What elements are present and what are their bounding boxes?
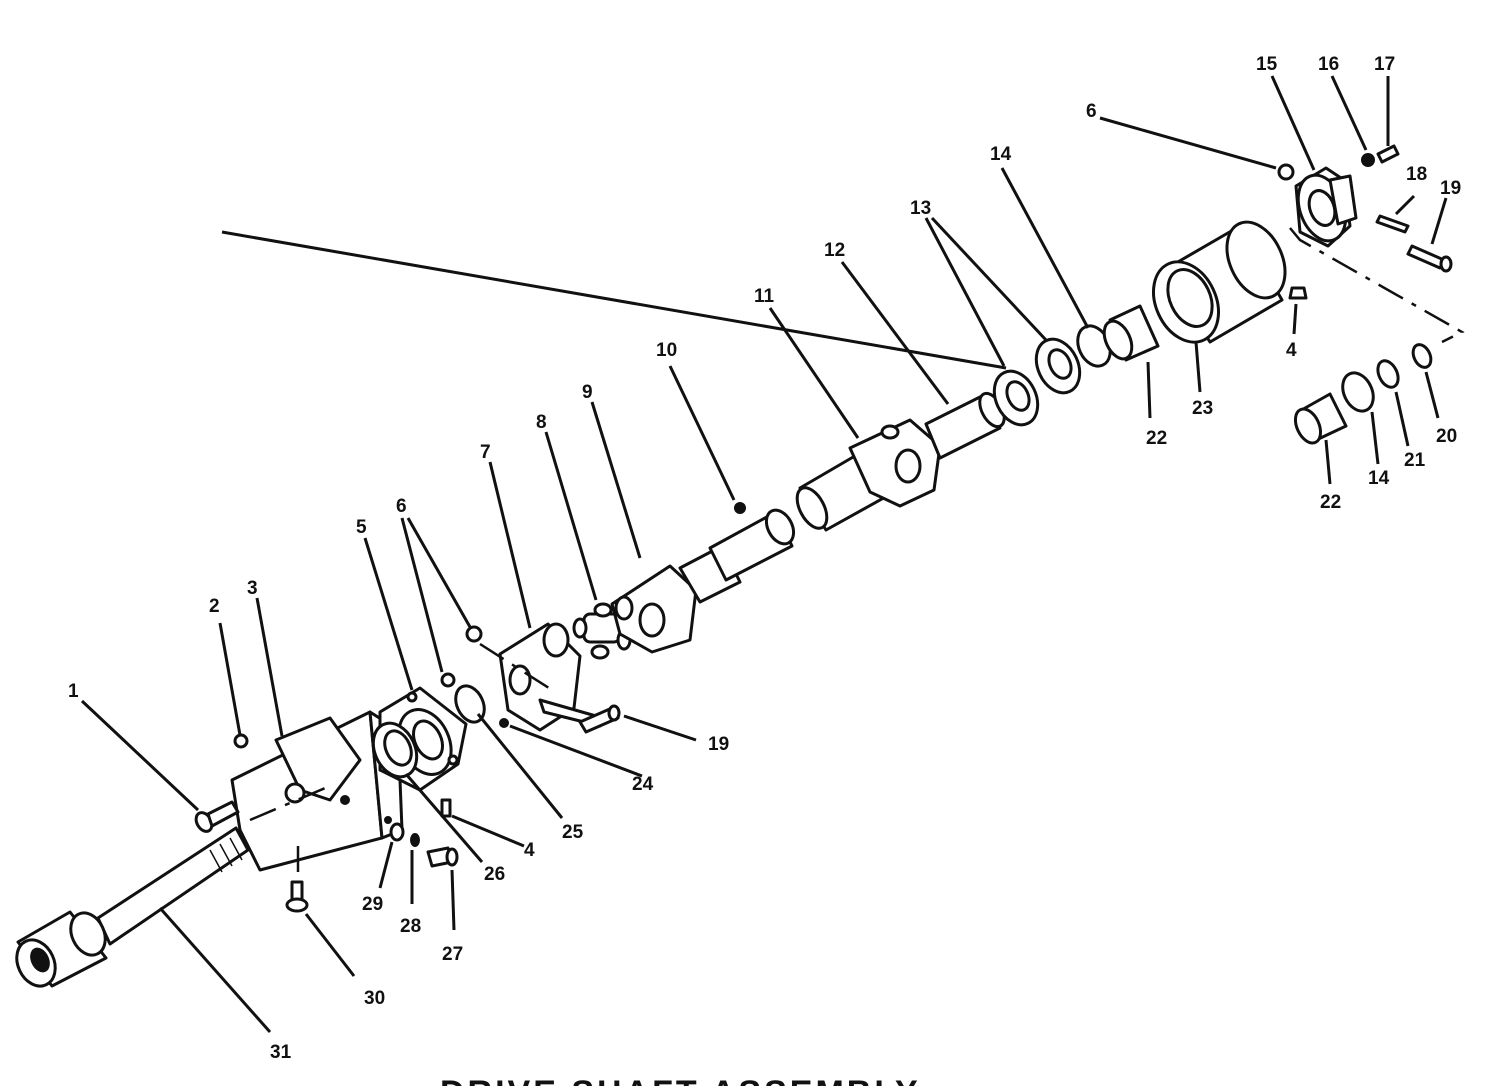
part-21-snap-ring — [1376, 359, 1400, 389]
callout-19-lower: 19 — [708, 734, 729, 755]
callout-11: 11 — [754, 286, 775, 307]
leader-13-c — [930, 216, 1048, 342]
part-11-outer-tube — [795, 418, 942, 532]
part-2-nut — [233, 733, 249, 749]
part-6-nut-upper — [1277, 163, 1295, 181]
callout-15: 15 — [1256, 54, 1278, 75]
part-22-bushing-upper — [1102, 304, 1160, 362]
callout-leaders — [80, 75, 1448, 1033]
callout-22-upper: 22 — [1146, 428, 1167, 449]
callout-21: 21 — [1404, 450, 1426, 471]
part-4-bolt-lower — [440, 798, 452, 818]
callout-8: 8 — [536, 412, 547, 433]
callout-12: 12 — [824, 240, 845, 261]
callout-30: 30 — [364, 988, 385, 1009]
part-29-washer — [389, 822, 405, 842]
callout-26: 26 — [484, 864, 505, 885]
callout-5: 5 — [356, 517, 367, 538]
part-10-inner-shaft — [708, 502, 796, 582]
part-6-nut-left — [440, 672, 456, 688]
part-28-lockwasher — [410, 833, 420, 847]
callout-17: 17 — [1374, 54, 1395, 75]
callout-19-upper: 19 — [1440, 178, 1461, 199]
callout-31: 31 — [270, 1042, 292, 1063]
callout-7: 7 — [480, 442, 491, 463]
part-19-bolt-upper — [1406, 244, 1453, 273]
part-22-bushing-lower — [1293, 392, 1348, 445]
callout-6-upper: 6 — [1086, 101, 1097, 122]
part-14-ring-lower — [1341, 371, 1375, 413]
part-4-bolt-upper — [1288, 286, 1308, 300]
callout-20: 20 — [1436, 426, 1457, 447]
callout-9: 9 — [582, 382, 593, 403]
part-18-key — [1375, 214, 1410, 234]
part-19-bolt-lower — [578, 704, 621, 734]
callout-14-upper: 14 — [990, 144, 1012, 165]
callout-6-lower: 6 — [396, 496, 407, 517]
part-3-bracket — [230, 710, 404, 872]
callout-25: 25 — [562, 822, 584, 843]
part-25-ring — [454, 684, 486, 724]
callout-1: 1 — [68, 681, 79, 702]
part-24-set-screw — [499, 718, 509, 728]
callout-28: 28 — [400, 916, 421, 937]
callout-4-upper: 4 — [1286, 340, 1297, 361]
part-17-bolt — [1376, 144, 1400, 164]
part-6-nut-right — [465, 625, 483, 643]
callout-2: 2 — [209, 596, 220, 617]
callout-18: 18 — [1406, 164, 1427, 185]
callout-4-lower: 4 — [524, 840, 535, 861]
part-31-input-shaft — [15, 826, 250, 988]
part-1-bolt — [194, 800, 240, 833]
callout-13: 13 — [910, 198, 931, 219]
part-16-nut — [1361, 153, 1375, 167]
part-20-ring — [1411, 343, 1433, 369]
part-13-washers — [992, 337, 1082, 427]
callout-27: 27 — [442, 944, 463, 965]
callout-numbers: 1 2 3 5 6 7 8 9 10 11 12 13 14 6 15 16 1… — [68, 54, 1461, 1063]
callout-24: 24 — [632, 774, 654, 795]
part-23-housing — [1152, 220, 1287, 344]
callout-3: 3 — [247, 578, 258, 599]
callout-23: 23 — [1192, 398, 1213, 419]
assembly-centerline — [249, 227, 1465, 872]
callout-29: 29 — [362, 894, 383, 915]
callout-14-lower: 14 — [1368, 468, 1390, 489]
part-9-slip-yoke — [610, 544, 742, 654]
part-30-bolt — [285, 880, 309, 913]
part-27-cap-screw — [426, 846, 459, 868]
diagram-title: DRIVE SHAFT ASSEMBLY — [440, 1074, 921, 1086]
callout-10: 10 — [656, 340, 677, 361]
callout-22-lower: 22 — [1320, 492, 1341, 513]
callout-16: 16 — [1318, 54, 1339, 75]
part-15-output-flange — [1294, 166, 1358, 248]
leader-13-a — [924, 217, 1006, 367]
